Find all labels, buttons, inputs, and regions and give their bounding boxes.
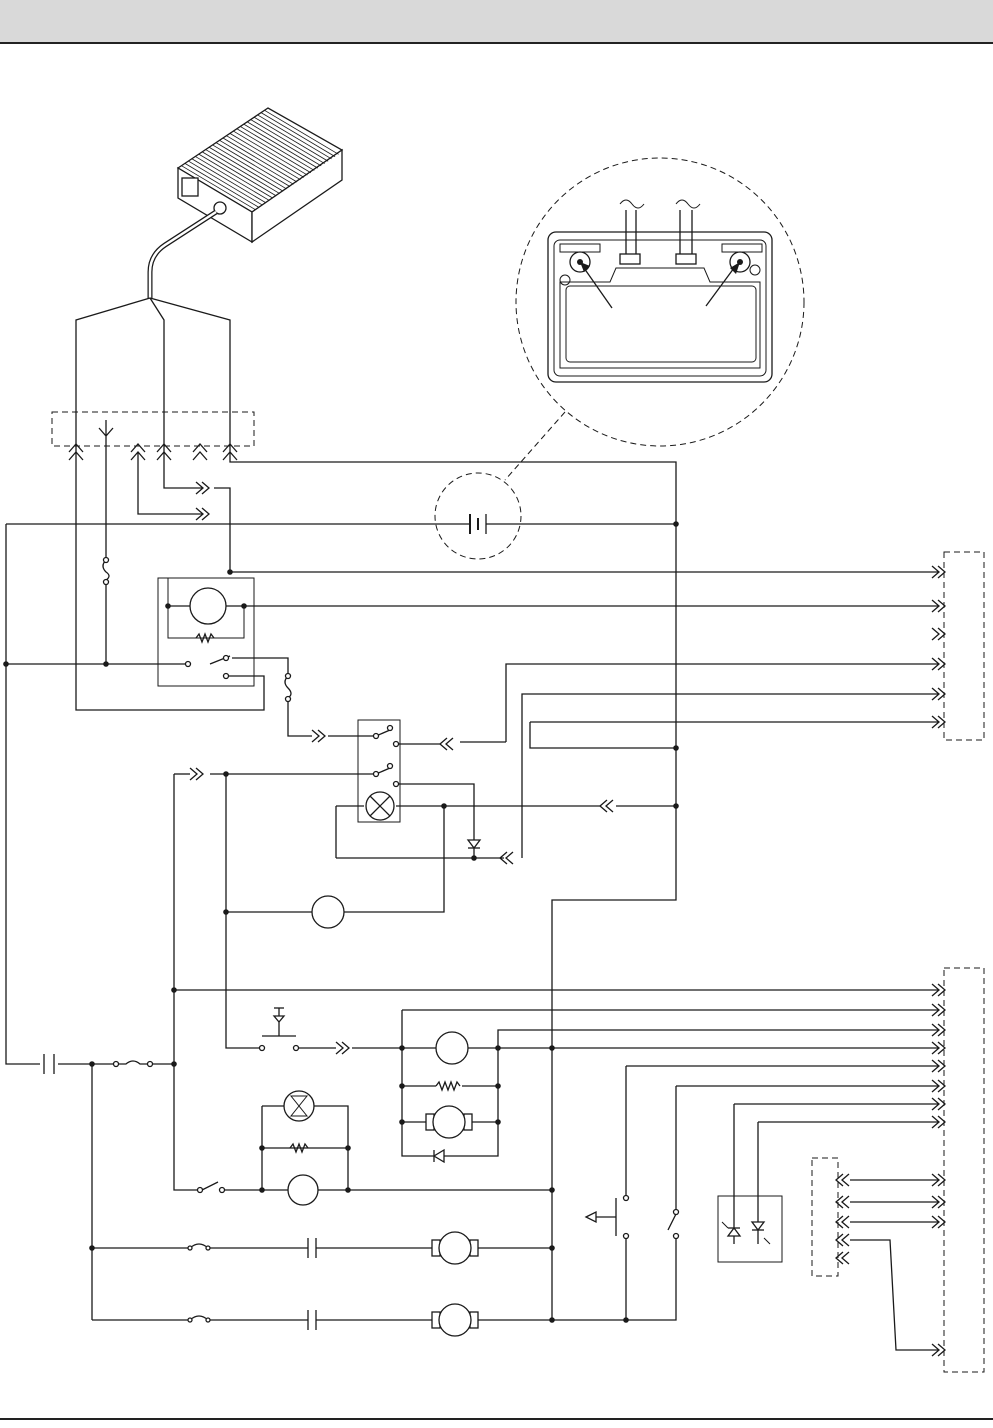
seat-switch — [198, 1182, 225, 1193]
led-module — [718, 1196, 782, 1262]
junction-node — [673, 521, 679, 527]
junction-node — [345, 1187, 351, 1193]
junction-node — [103, 661, 109, 667]
junction-node — [89, 1061, 95, 1067]
junction-node — [549, 1045, 555, 1051]
battery-detail-inset — [435, 158, 804, 559]
junction-node — [345, 1145, 351, 1151]
right-connector-upper — [944, 552, 984, 740]
mid-connector — [812, 1158, 838, 1276]
connector-chevron — [190, 768, 203, 780]
junction-node — [673, 803, 679, 809]
junction-node — [399, 1083, 405, 1089]
pump-motor — [426, 1032, 472, 1162]
contactor — [44, 1054, 54, 1074]
connector-pin — [99, 420, 113, 452]
connector-chevron — [600, 800, 613, 812]
connector-chevrons — [190, 482, 945, 1356]
junction-node — [171, 1061, 177, 1067]
junction-node — [623, 1317, 629, 1323]
junction-node — [495, 1045, 501, 1051]
main-harness-connector — [944, 968, 984, 1372]
key-switch — [374, 726, 399, 787]
horn-button — [260, 1008, 299, 1051]
junction-node — [549, 1187, 555, 1193]
junction-node — [259, 1145, 265, 1151]
junction-node — [259, 1187, 265, 1193]
junction-node — [495, 1119, 501, 1125]
junction-node — [549, 1317, 555, 1323]
junction-node — [89, 1245, 95, 1251]
wiring — [6, 452, 938, 1350]
junction-node — [549, 1245, 555, 1251]
junction-node — [399, 1119, 405, 1125]
fuse — [103, 558, 291, 702]
junction-node — [399, 1045, 405, 1051]
diode — [468, 832, 480, 848]
junction-node — [223, 771, 229, 777]
connector-chevron — [336, 1042, 349, 1054]
indicator-lamp — [366, 792, 394, 820]
junction-node — [495, 1083, 501, 1089]
junction-node — [171, 987, 177, 993]
motor — [312, 896, 344, 928]
junction-node — [227, 569, 233, 575]
junction-node — [441, 803, 447, 809]
junction-node — [3, 661, 9, 667]
connector-chevron — [932, 628, 945, 640]
junction-node — [223, 909, 229, 915]
main-fuse — [114, 1061, 153, 1067]
tilt-switch — [586, 1196, 679, 1239]
junction-node — [165, 603, 171, 609]
charger-connector — [52, 412, 254, 460]
junction-node — [241, 603, 247, 609]
charger-unit — [150, 108, 342, 298]
relay-module — [186, 588, 229, 679]
junction-node — [471, 855, 477, 861]
junction-node — [673, 745, 679, 751]
battery — [470, 514, 486, 534]
connector-chevron — [440, 738, 453, 750]
connector-chevron — [312, 730, 325, 742]
